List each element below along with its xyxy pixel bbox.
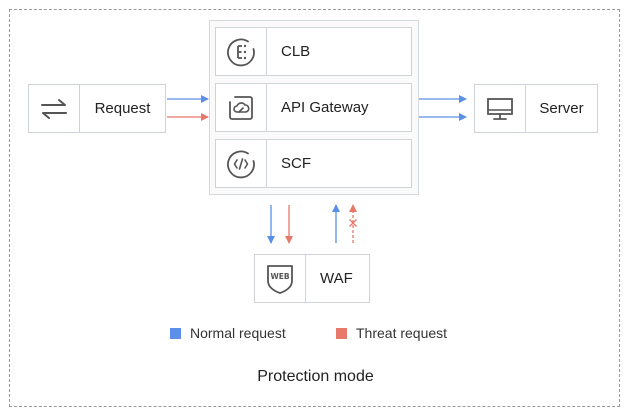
request-node: Request (28, 84, 166, 133)
api-gateway-label: API Gateway (281, 99, 369, 116)
server-label: Server (539, 100, 584, 117)
diagram-frame (9, 9, 620, 407)
request-label: Request (94, 100, 151, 117)
api-gateway-node: API Gateway (215, 83, 412, 132)
legend-normal-label: Normal request (190, 325, 286, 341)
diagram-caption: Protection mode (257, 368, 374, 385)
scf-label: SCF (281, 155, 311, 172)
waf-node: WEB WAF (254, 254, 370, 303)
swap-arrows-icon (29, 85, 80, 132)
clb-icon (216, 28, 267, 75)
legend-threat-label: Threat request (356, 325, 448, 341)
legend-normal: Normal request (170, 325, 286, 341)
scf-icon (216, 140, 267, 187)
legend-threat-swatch (336, 327, 347, 339)
waf-shield-icon: WEB (255, 255, 306, 302)
server-node: Server (474, 84, 598, 133)
api-gateway-icon (216, 84, 267, 131)
legend-normal-swatch (170, 327, 181, 339)
blocked-cross-icon (349, 219, 357, 227)
clb-node: CLB (215, 27, 412, 76)
scf-node: SCF (215, 139, 412, 188)
legend-threat: Threat request (336, 325, 447, 341)
waf-icon-text: WEB (270, 272, 289, 281)
waf-label: WAF (320, 270, 353, 287)
clb-label: CLB (281, 43, 311, 60)
monitor-icon (475, 85, 526, 132)
